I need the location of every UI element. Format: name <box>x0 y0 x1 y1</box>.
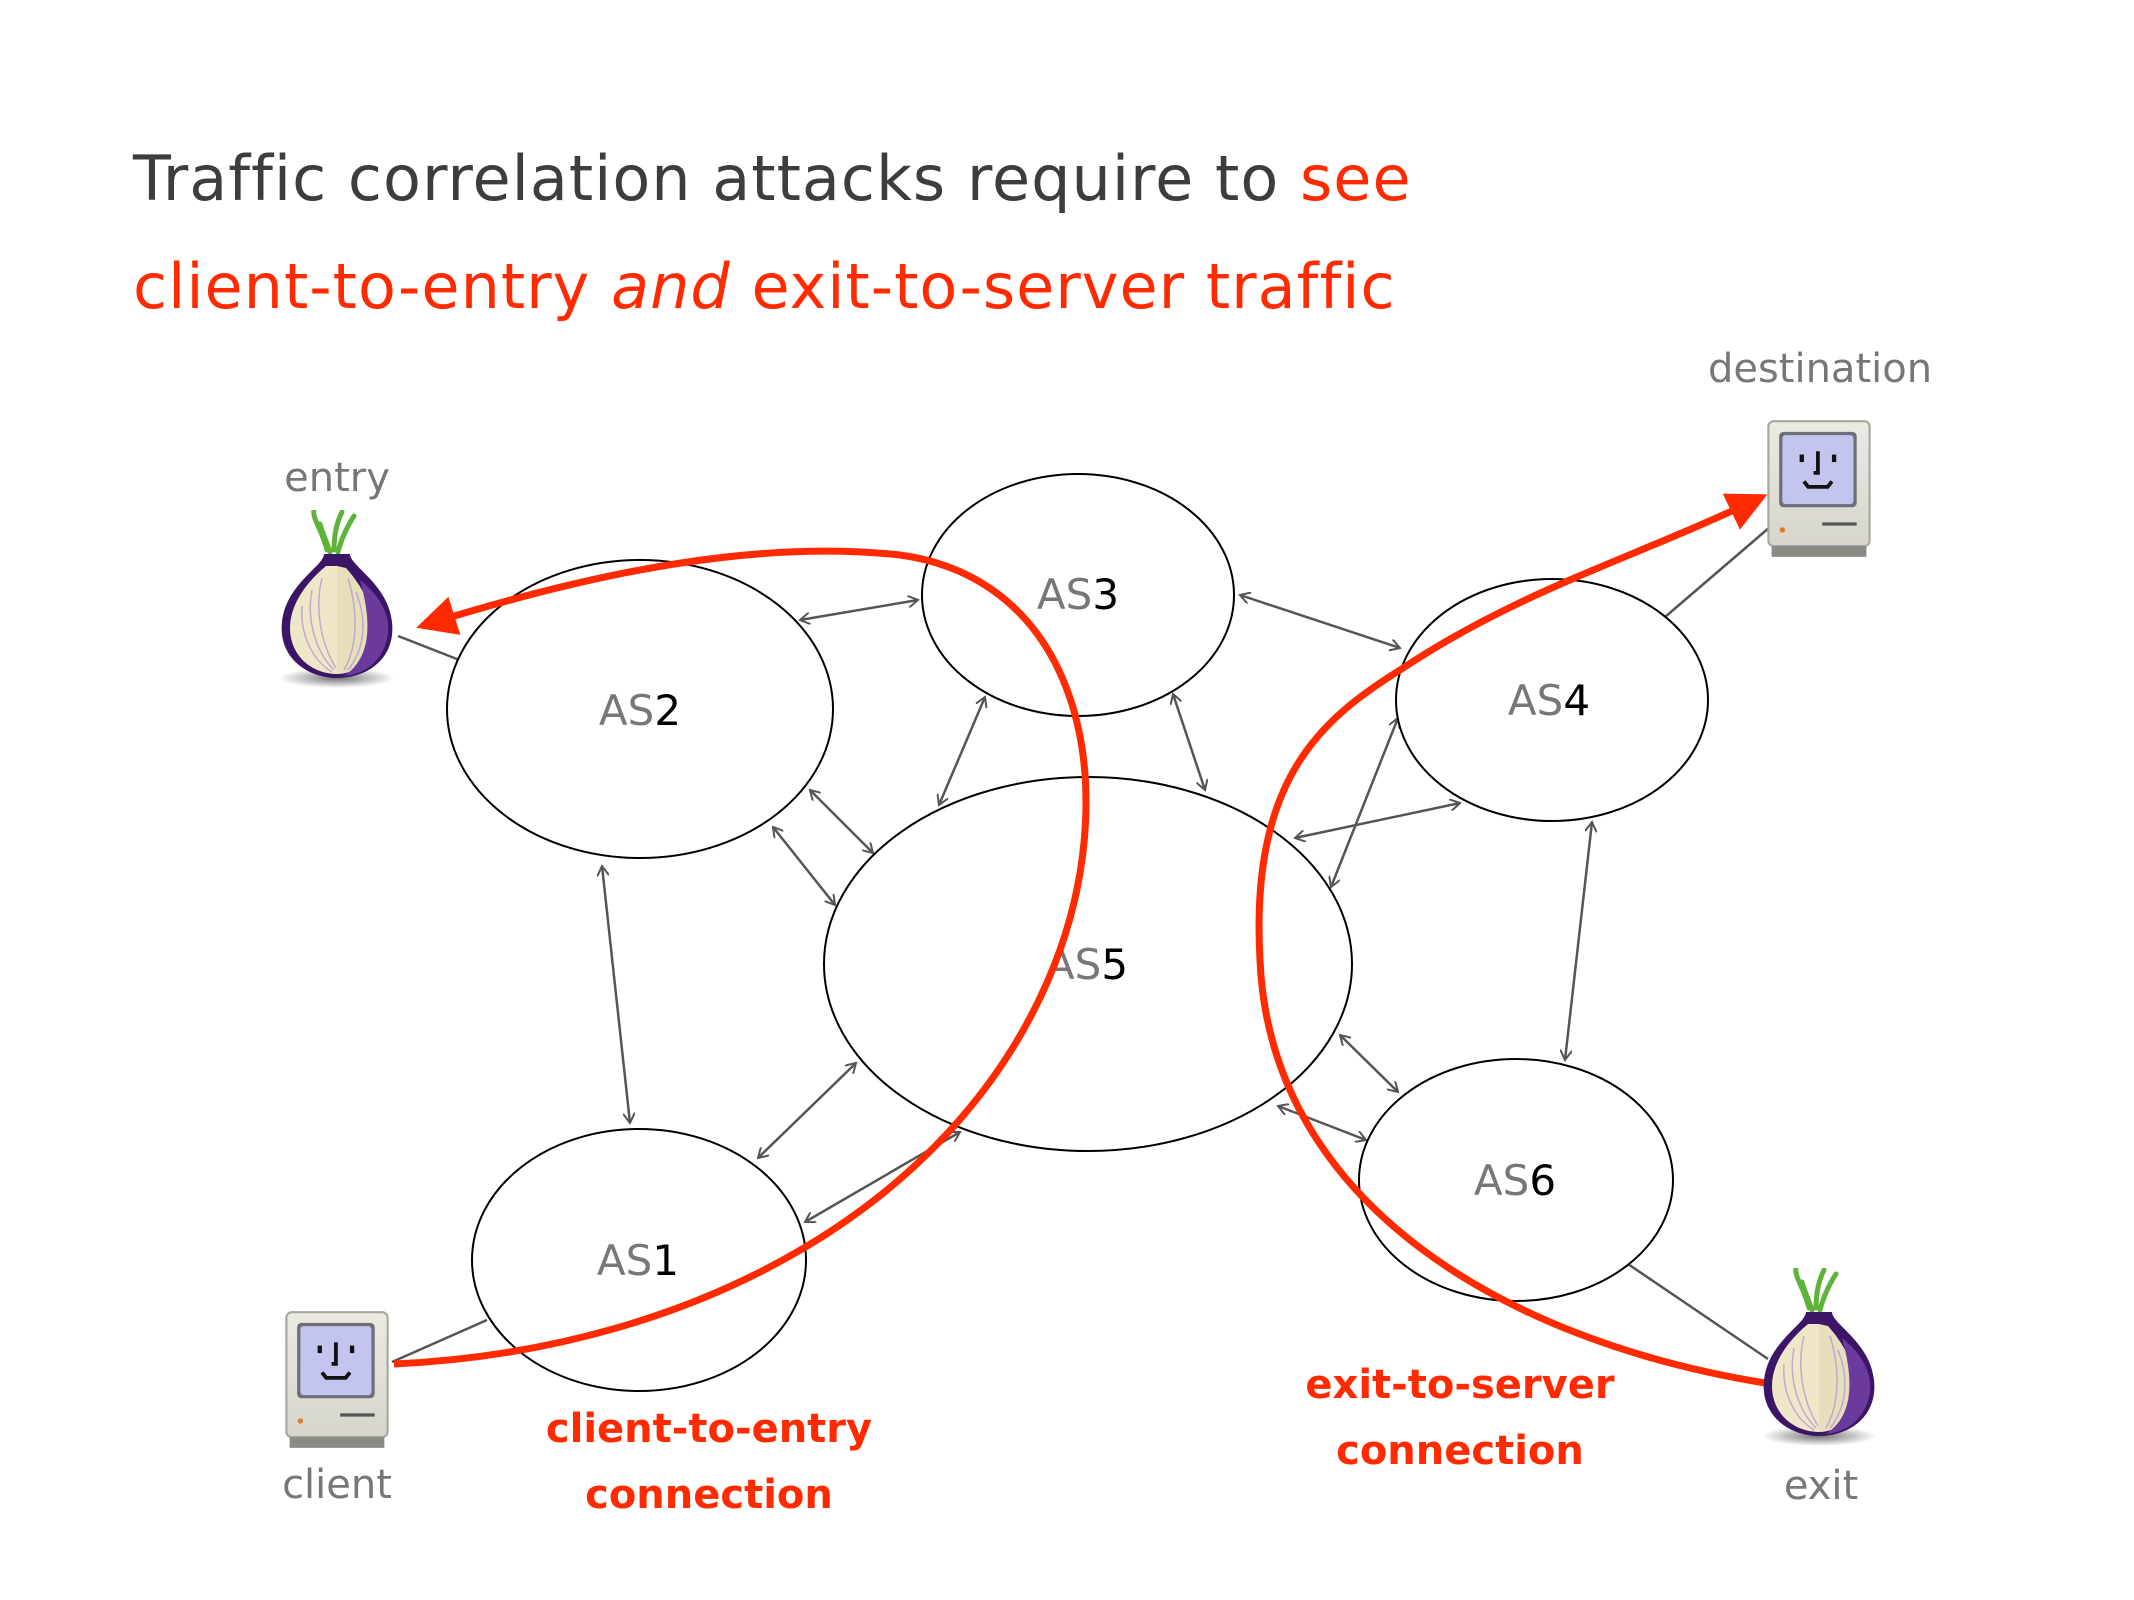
entry-label: entry <box>284 455 390 501</box>
destination-macintosh-computer-icon <box>1766 419 1872 559</box>
slide-title-line1: Traffic correlation attacks require to s… <box>133 142 1412 215</box>
client-label: client <box>282 1462 392 1508</box>
as6-node <box>1358 1058 1674 1302</box>
access-links <box>391 526 1771 1364</box>
link-as5-as1 <box>758 1063 856 1158</box>
caption-line1: exit-to-server <box>1305 1362 1615 1408</box>
exit-as6-link <box>1624 1260 1769 1361</box>
exit-to-server-caption: exit-to-server connection <box>1305 1352 1614 1484</box>
title-highlight: see <box>1300 142 1412 215</box>
as2-label: AS2 <box>599 686 681 735</box>
client-to-entry-path <box>393 547 1090 1368</box>
link-as3-as4 <box>1240 595 1400 648</box>
exit-label: exit <box>1783 1463 1859 1509</box>
as2-node <box>446 559 834 859</box>
exit-to-server-path <box>1255 493 1768 1387</box>
as5-label: AS5 <box>1046 940 1128 989</box>
link-as2-as5-b <box>773 827 835 905</box>
link-as3-as5 <box>939 697 985 805</box>
title-highlight-part2: exit-to-server traffic <box>730 250 1396 323</box>
as6-label: AS6 <box>1474 1156 1556 1205</box>
link-as2-as5 <box>810 790 873 853</box>
title-highlight-part1: client-to-entry <box>133 250 612 323</box>
link-as4-as5-b <box>1331 718 1398 887</box>
as1-label: AS1 <box>597 1236 679 1285</box>
slide-title-line2: client-to-entry and exit-to-server traff… <box>133 250 1396 323</box>
link-as5-as6-b <box>1278 1106 1366 1140</box>
link-as5-as6 <box>1340 1035 1398 1092</box>
entry-as2-link <box>397 634 463 663</box>
link-as2-as1 <box>602 866 630 1123</box>
caption-line2: connection <box>1336 1428 1584 1474</box>
caption-line1: client-to-entry <box>545 1406 873 1452</box>
link-as2-as3 <box>800 600 918 620</box>
link-as3-as5-b <box>1173 694 1205 790</box>
as-links <box>602 595 1592 1222</box>
destination-as4-link <box>1664 526 1771 618</box>
client-as1-link <box>391 1318 488 1364</box>
caption-line2: connection <box>585 1472 833 1518</box>
title-highlight-italic: and <box>611 250 731 323</box>
as4-label: AS4 <box>1508 676 1590 725</box>
client-to-entry-caption: client-to-entry connection <box>546 1396 872 1528</box>
title-text: Traffic correlation attacks require to <box>133 142 1300 215</box>
destination-label: destination <box>1707 346 1933 392</box>
link-as4-as6 <box>1565 822 1592 1060</box>
as3-label: AS3 <box>1037 570 1119 619</box>
entry-tor-onion-icon <box>279 510 395 688</box>
link-as4-as5 <box>1295 803 1460 838</box>
as4-node <box>1395 578 1709 822</box>
client-macintosh-computer-icon <box>284 1310 390 1450</box>
exit-tor-onion-icon <box>1761 1268 1877 1446</box>
as1-node <box>471 1128 807 1392</box>
